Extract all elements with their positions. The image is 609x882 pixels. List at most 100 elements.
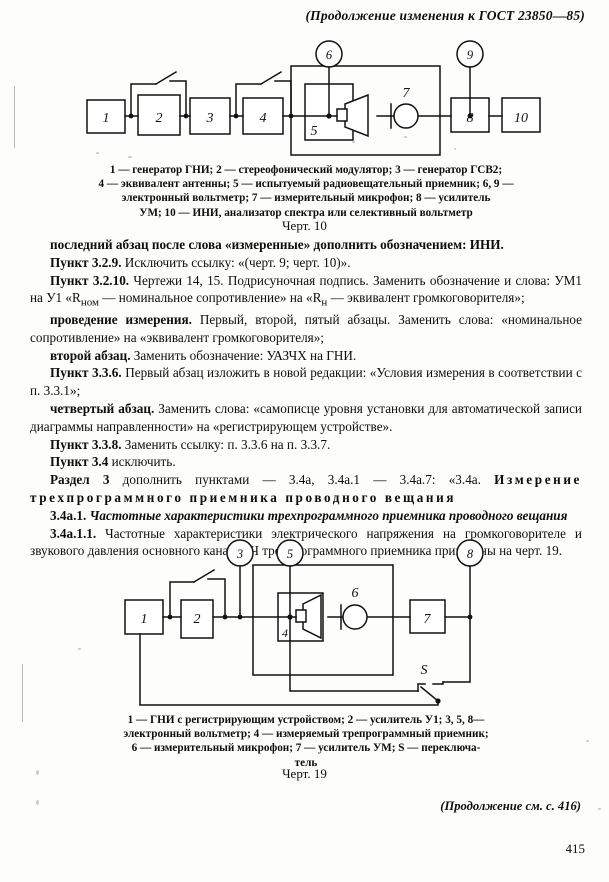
- text-run: Пункт 3.3.6.: [50, 365, 122, 381]
- text-run: Заменить слова: «самописце уровня устано…: [30, 400, 582, 434]
- speaker-magnet-19: [295, 609, 307, 623]
- label-switch-S: S: [421, 663, 428, 678]
- figure-19-caption-line-3: 6 — измерительный микрофон; 7 — усилител…: [131, 742, 481, 755]
- scan-speck-5: [454, 148, 456, 150]
- scan-speck-8: [598, 808, 601, 810]
- lead-circle-5: [289, 565, 419, 692]
- text-run: — эквивалент громкоговорителя»;: [327, 290, 525, 306]
- switch-contact-left: [417, 683, 426, 692]
- label-block-7-19: 7: [424, 612, 432, 627]
- body-paragraph: Пункт 3.3.6. Первый абзац изложить в нов…: [30, 364, 582, 400]
- scan-speck-3: [352, 140, 355, 143]
- bypass-4-left: [235, 83, 262, 117]
- figure-10-caption-line-4: УМ; 10 — ИНИ, анализатор спектра или сел…: [139, 206, 473, 219]
- figure-19-svg: 1 2 4 7 3 5 8 6 S: [124, 539, 484, 706]
- figure-19-number: Черт. 19: [282, 766, 327, 781]
- label-block-1: 1: [103, 111, 110, 126]
- label-circle-3: 3: [236, 547, 243, 561]
- text-run: Частотные характеристики трехпрограммног…: [86, 507, 568, 523]
- scan-speck-2: [128, 156, 132, 158]
- scan-edge-mark-2: [22, 664, 23, 722]
- text-run: Раздел 3: [50, 472, 110, 488]
- block-1-rect-19: [124, 599, 164, 635]
- text-run: 3.4а.1.1.: [50, 525, 97, 541]
- footer-continuation: (Продолжение см. с. 416): [440, 799, 581, 813]
- scan-speck-7: [586, 740, 589, 742]
- text-run: четвертый абзац.: [50, 400, 155, 416]
- text-run: Пункт 3.2.9.: [50, 254, 122, 270]
- figure-10-caption: 1 — генератор ГНИ; 2 — стереофонический …: [32, 163, 580, 220]
- label-circle-5: 5: [287, 547, 293, 561]
- text-run: Измерение трехпрограммного приемника про…: [30, 472, 582, 506]
- scan-edge-mark-1: [14, 86, 15, 148]
- bypass-4-right: [274, 80, 292, 117]
- figure-19-caption: 1 — ГНИ с регистрирующим устройством; 2 …: [32, 713, 580, 770]
- junction-dots-19: [167, 614, 473, 704]
- bypass-2-left-19: [169, 581, 195, 618]
- text-run: ном: [80, 297, 99, 310]
- label-circle-8: 8: [467, 547, 474, 561]
- figure-10-number: Черт. 10: [282, 218, 327, 233]
- text-run: 3.4а.1.: [50, 507, 87, 523]
- body-paragraph: Пункт 3.3.8. Заменить ссылку: п. 3.3.6 н…: [30, 436, 582, 454]
- body-paragraph: 3.4а.1. Частотные характеристики трехпро…: [30, 507, 582, 525]
- label-block-4-19: 4: [282, 626, 288, 640]
- figure-10-caption-line-3: электронный вольтметр; 7 — измерительный…: [121, 192, 491, 205]
- figure-10-diagram: 1 2 3 4 5 8 10 6 9 7: [0, 36, 609, 164]
- label-block-10: 10: [514, 111, 528, 126]
- switch-contact-right: [432, 681, 444, 685]
- body-paragraph: Пункт 3.4 исключить.: [30, 453, 582, 471]
- label-circle-9: 9: [467, 48, 474, 62]
- body-paragraph: Пункт 3.2.10. Чертежи 14, 15. Подрисуноч…: [30, 272, 582, 311]
- figure-19-caption-line-4: тель: [294, 756, 318, 769]
- scan-speck-1: [96, 152, 99, 154]
- figure-10-caption-line-1: 1 — генератор ГНИ; 2 — стереофонический …: [109, 164, 503, 176]
- bypass-2-right: [169, 80, 187, 117]
- label-microphone-7: 7: [403, 86, 411, 101]
- scan-speck-9: [36, 770, 39, 775]
- block-10-rect: [501, 97, 541, 133]
- body-paragraph: четвертый абзац. Заменить слова: «самопи…: [30, 400, 582, 436]
- figure-10-svg: 1 2 3 4 5 8 10 6 9 7: [86, 40, 541, 156]
- text-run: Исключить ссылку: «(черт. 9; черт. 10)».: [121, 254, 351, 270]
- block-1-rect: [86, 99, 126, 134]
- body-paragraph: Пункт 3.2.9. Исключить ссылку: «(черт. 9…: [30, 254, 582, 272]
- figure-19-diagram: 1 2 4 7 3 5 8 6 S: [0, 534, 609, 712]
- label-block-3: 3: [206, 111, 214, 126]
- figure-19-labels: 1 2 4 7 3 5 8 6 S: [141, 547, 474, 678]
- switch-blade-S: [419, 685, 440, 703]
- text-run: Пункт 3.2.10.: [50, 272, 130, 288]
- microphone-7-shape: [393, 103, 419, 129]
- microphone-6-shape: [342, 604, 368, 630]
- page-header: (Продолжение изменения к ГОСТ 23850—85): [305, 8, 585, 23]
- text-run: Первый абзац изложить в новой редакции: …: [30, 365, 582, 399]
- text-run: Пункт 3.3.8.: [50, 436, 122, 452]
- anechoic-chamber-outline-19: [252, 564, 394, 676]
- text-run: второй абзац.: [50, 347, 131, 363]
- label-block-2-19: 2: [194, 612, 201, 627]
- block-7-rect-19: [409, 599, 446, 634]
- label-circle-6: 6: [326, 48, 333, 62]
- switch-blade-4: [259, 70, 283, 86]
- text-run: исключить.: [108, 454, 176, 470]
- label-block-5: 5: [311, 124, 318, 139]
- text-run: н: [321, 297, 328, 310]
- block-2-rect: [137, 94, 181, 136]
- text-run: проведение измерения.: [50, 311, 192, 327]
- label-block-2: 2: [156, 111, 163, 126]
- text-run: — номинальное сопротивление» на «R: [98, 290, 322, 306]
- scan-speck-4: [404, 136, 407, 138]
- page-number: 415: [565, 841, 586, 856]
- switch-blade-2-19: [192, 568, 216, 584]
- label-block-4: 4: [260, 111, 267, 126]
- body-paragraph: последний абзац после слова «измеренные»…: [30, 236, 582, 254]
- bypass-2-right-19: [207, 578, 226, 618]
- text-run: дополнить пунктами — 3.4а, 3.4а.1 — 3.4а…: [109, 472, 495, 488]
- scan-speck-10: [36, 800, 39, 805]
- block-2-rect-19: [180, 599, 214, 639]
- switch-blade-2: [154, 70, 178, 86]
- label-block-1-19: 1: [141, 612, 148, 627]
- lead-circle-8-down: [442, 616, 471, 683]
- figure-19-caption-line-2: электронный вольтметр; 4 — измеряемый тр…: [123, 728, 489, 741]
